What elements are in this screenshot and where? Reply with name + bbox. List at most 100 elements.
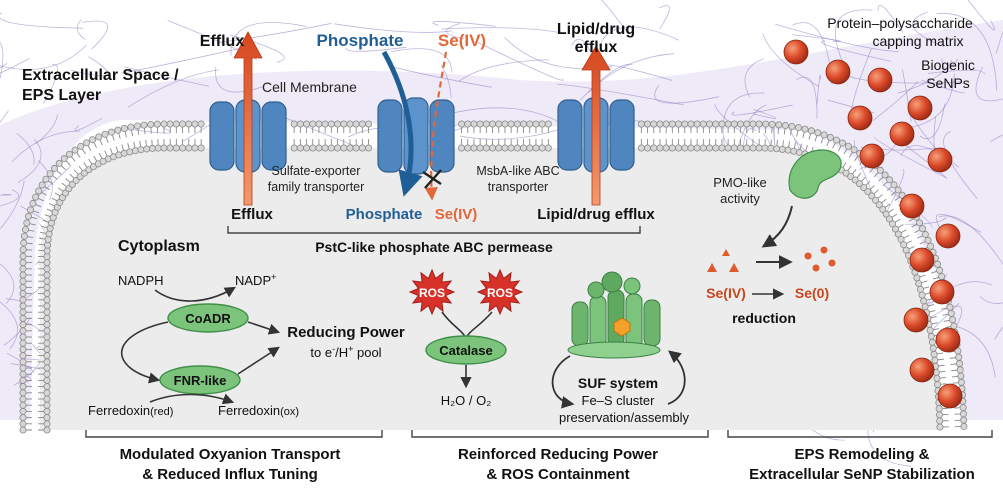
lipid-head [43,339,51,347]
lipid-head [476,144,484,152]
lipid-head [957,372,965,380]
eps-fiber [579,63,633,101]
pmo-arrow [761,205,793,248]
lipid-head [851,176,859,184]
lipid-head [19,376,27,384]
eps-fiber [81,20,109,50]
lipid-head [730,120,738,128]
lipid-head [43,271,51,279]
lipid-head [790,147,798,155]
lipid-head [526,144,534,152]
lipid-head [43,283,51,291]
eps-fiber [441,27,565,34]
lipid-head [43,370,51,378]
lipid-head [526,120,534,128]
pmo-like-protein [788,149,842,199]
lipid-head [43,407,51,415]
lipid-head [179,144,187,152]
lipid-head [166,120,174,128]
lipid-head [850,146,858,154]
lipid-head [513,144,521,152]
lipid-head [656,144,664,152]
lipid-head [668,120,676,128]
lipid-head [532,120,540,128]
lipid-head [19,290,27,298]
lipid-head [43,277,51,285]
senp-particle [929,279,955,305]
eps-fiber [458,59,549,82]
pool-label: to e-/H+ pool [310,344,381,360]
lipid-head [25,212,33,220]
capping-label-2: capping matrix [872,33,963,49]
lipid-head [743,144,751,152]
fnr-to-power-arrow [237,346,280,375]
lipid-head [458,120,466,128]
lipid-head [898,191,906,199]
lipid-head [43,352,51,360]
lipid-head [801,125,809,133]
lipid-head [929,344,937,352]
lipid-head [43,426,51,434]
lipid-head [172,120,180,128]
lipid-head [38,181,46,189]
efflux-bottom-label: Efflux [231,206,273,223]
lipid-head [489,120,497,128]
eps-fiber [11,130,80,163]
lipid-head [464,144,472,152]
lipid-head [675,120,683,128]
eps-fiber [762,33,820,87]
lipid-head [43,290,51,298]
lipid-head [43,296,51,304]
lipid-head [358,144,366,152]
lipid-head [43,265,51,273]
eps-fiber [897,59,953,94]
lipid-head [876,166,884,174]
senp-particle [927,147,953,173]
eps-fiber [775,23,899,53]
lipid-head [847,172,855,180]
eps-fiber [0,44,87,70]
senp-particle [847,105,873,131]
lipid-head [43,395,51,403]
eps-fiber [127,69,219,108]
lipid-head [20,232,28,240]
lipid-head [936,417,944,425]
eps-fiber [446,23,465,40]
lipid-head [936,266,944,274]
lipid-head [153,120,161,128]
lipid-head [296,120,304,128]
eps-fiber [0,189,20,207]
nadp-label: NADP+ [235,272,276,288]
lipid-head [860,184,868,192]
lipid-head [120,124,128,132]
lipid-head [46,170,54,178]
lipid-head [179,120,187,128]
lipid-head [918,291,926,299]
lipid-head [19,401,27,409]
eps-fiber [35,114,58,144]
seiv-bottom-label: Se(IV) [435,206,478,223]
suf-line-2: Fe–S cluster [582,393,656,408]
lipid-head [856,180,864,188]
lipid-head [687,120,695,128]
eps-fiber [902,69,912,122]
lipid-head [875,201,883,209]
lipid-head [489,144,497,152]
lipid-head [650,144,658,152]
phosphate-top-label: Phosphate [317,31,404,50]
lipid-head [934,380,942,388]
lipid-head [191,120,199,128]
lipid-head [197,120,205,128]
lipid-head [936,423,944,431]
sulfate-transporter-label-2: family transporter [268,180,365,194]
eps-fiber [834,9,873,63]
lipid-head [927,332,935,340]
fes-cluster-icon [613,317,631,337]
lipid-head [957,378,965,386]
lipid-head [137,146,145,154]
lipid-head [947,309,955,317]
lipid-head [21,226,29,234]
lipid-head [960,416,968,424]
lipid-head [43,327,51,335]
